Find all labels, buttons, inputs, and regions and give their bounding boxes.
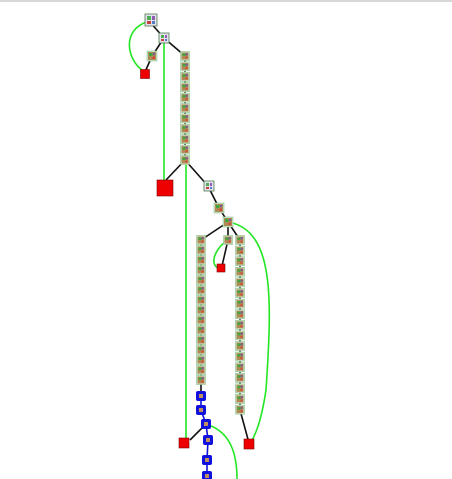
thumbnail-node[interactable] [235, 266, 245, 277]
red-square-node[interactable] [243, 438, 255, 450]
thumbnail-node[interactable] [196, 355, 206, 365]
green-edge [205, 423, 238, 479]
thumbnail-node[interactable] [180, 144, 190, 155]
thumbnail-node[interactable] [196, 255, 206, 265]
thumbnail-node[interactable] [235, 330, 245, 341]
thumbnail-node[interactable] [235, 394, 245, 404]
thumbnail-node[interactable] [213, 202, 225, 214]
thumbnail-node[interactable] [180, 103, 190, 113]
thumbnail-node[interactable] [180, 113, 190, 124]
thumbnail-node[interactable] [196, 325, 206, 335]
thumbnail-node[interactable] [235, 362, 245, 373]
blue-node[interactable] [201, 419, 211, 429]
thumbnail-node[interactable] [235, 383, 245, 394]
blue-node[interactable] [196, 405, 206, 415]
thumbnail-node[interactable] [180, 92, 190, 103]
thumbnail-node[interactable] [196, 305, 206, 315]
thumbnail-node[interactable] [196, 295, 206, 305]
blue-node[interactable] [202, 455, 212, 465]
thumbnail-node[interactable] [180, 51, 190, 61]
window-top-border [0, 0, 452, 2]
thumbnail-node[interactable] [235, 298, 245, 309]
thumbnail-node[interactable] [196, 315, 206, 325]
thumbnail-node[interactable] [203, 180, 215, 192]
red-square-node[interactable] [140, 69, 150, 79]
green-edge [227, 221, 271, 445]
thumbnail-node[interactable] [222, 216, 234, 228]
blue-node[interactable] [196, 391, 206, 401]
red-square-node[interactable] [178, 437, 190, 449]
thumbnail-node[interactable] [235, 245, 245, 256]
thumbnail-node[interactable] [235, 372, 245, 383]
thumbnail-node[interactable] [180, 72, 190, 82]
nodes-layer [140, 13, 255, 479]
thumbnail-node[interactable] [196, 245, 206, 255]
thumbnail-node[interactable] [180, 61, 190, 72]
thumbnail-node[interactable] [180, 124, 190, 134]
thumbnail-node[interactable] [196, 345, 206, 355]
thumbnail-node[interactable] [196, 235, 206, 245]
thumbnail-node[interactable] [235, 277, 245, 288]
thumbnail-node[interactable] [235, 341, 245, 351]
blue-node[interactable] [203, 435, 213, 445]
thumbnail-node[interactable] [196, 365, 206, 375]
thumbnail-node[interactable] [196, 335, 206, 345]
thumbnail-node[interactable] [235, 309, 245, 320]
thumbnail-node[interactable] [180, 134, 190, 144]
thumbnail-node[interactable] [196, 265, 206, 275]
thumbnail-node[interactable] [235, 256, 245, 267]
thumbnail-node[interactable] [235, 235, 245, 245]
black-edge [239, 409, 250, 444]
green-edge [128, 20, 150, 71]
thumbnail-node[interactable] [146, 50, 158, 62]
red-square-node[interactable] [156, 179, 174, 197]
thumbnail-node[interactable] [235, 319, 245, 330]
thumbnail-node[interactable] [196, 285, 206, 295]
thumbnail-node[interactable] [158, 32, 170, 44]
thumbnail-node[interactable] [196, 375, 206, 385]
red-square-node[interactable] [216, 263, 226, 273]
thumbnail-node[interactable] [235, 288, 245, 298]
thumbnail-node[interactable] [196, 275, 206, 285]
blue-node[interactable] [202, 471, 212, 479]
thumbnail-node[interactable] [235, 351, 245, 362]
thumbnail-node[interactable] [180, 155, 190, 165]
thumbnail-node[interactable] [180, 82, 190, 92]
thumbnail-node[interactable] [144, 13, 158, 27]
thumbnail-node[interactable] [223, 235, 233, 245]
thumbnail-node[interactable] [235, 404, 245, 415]
